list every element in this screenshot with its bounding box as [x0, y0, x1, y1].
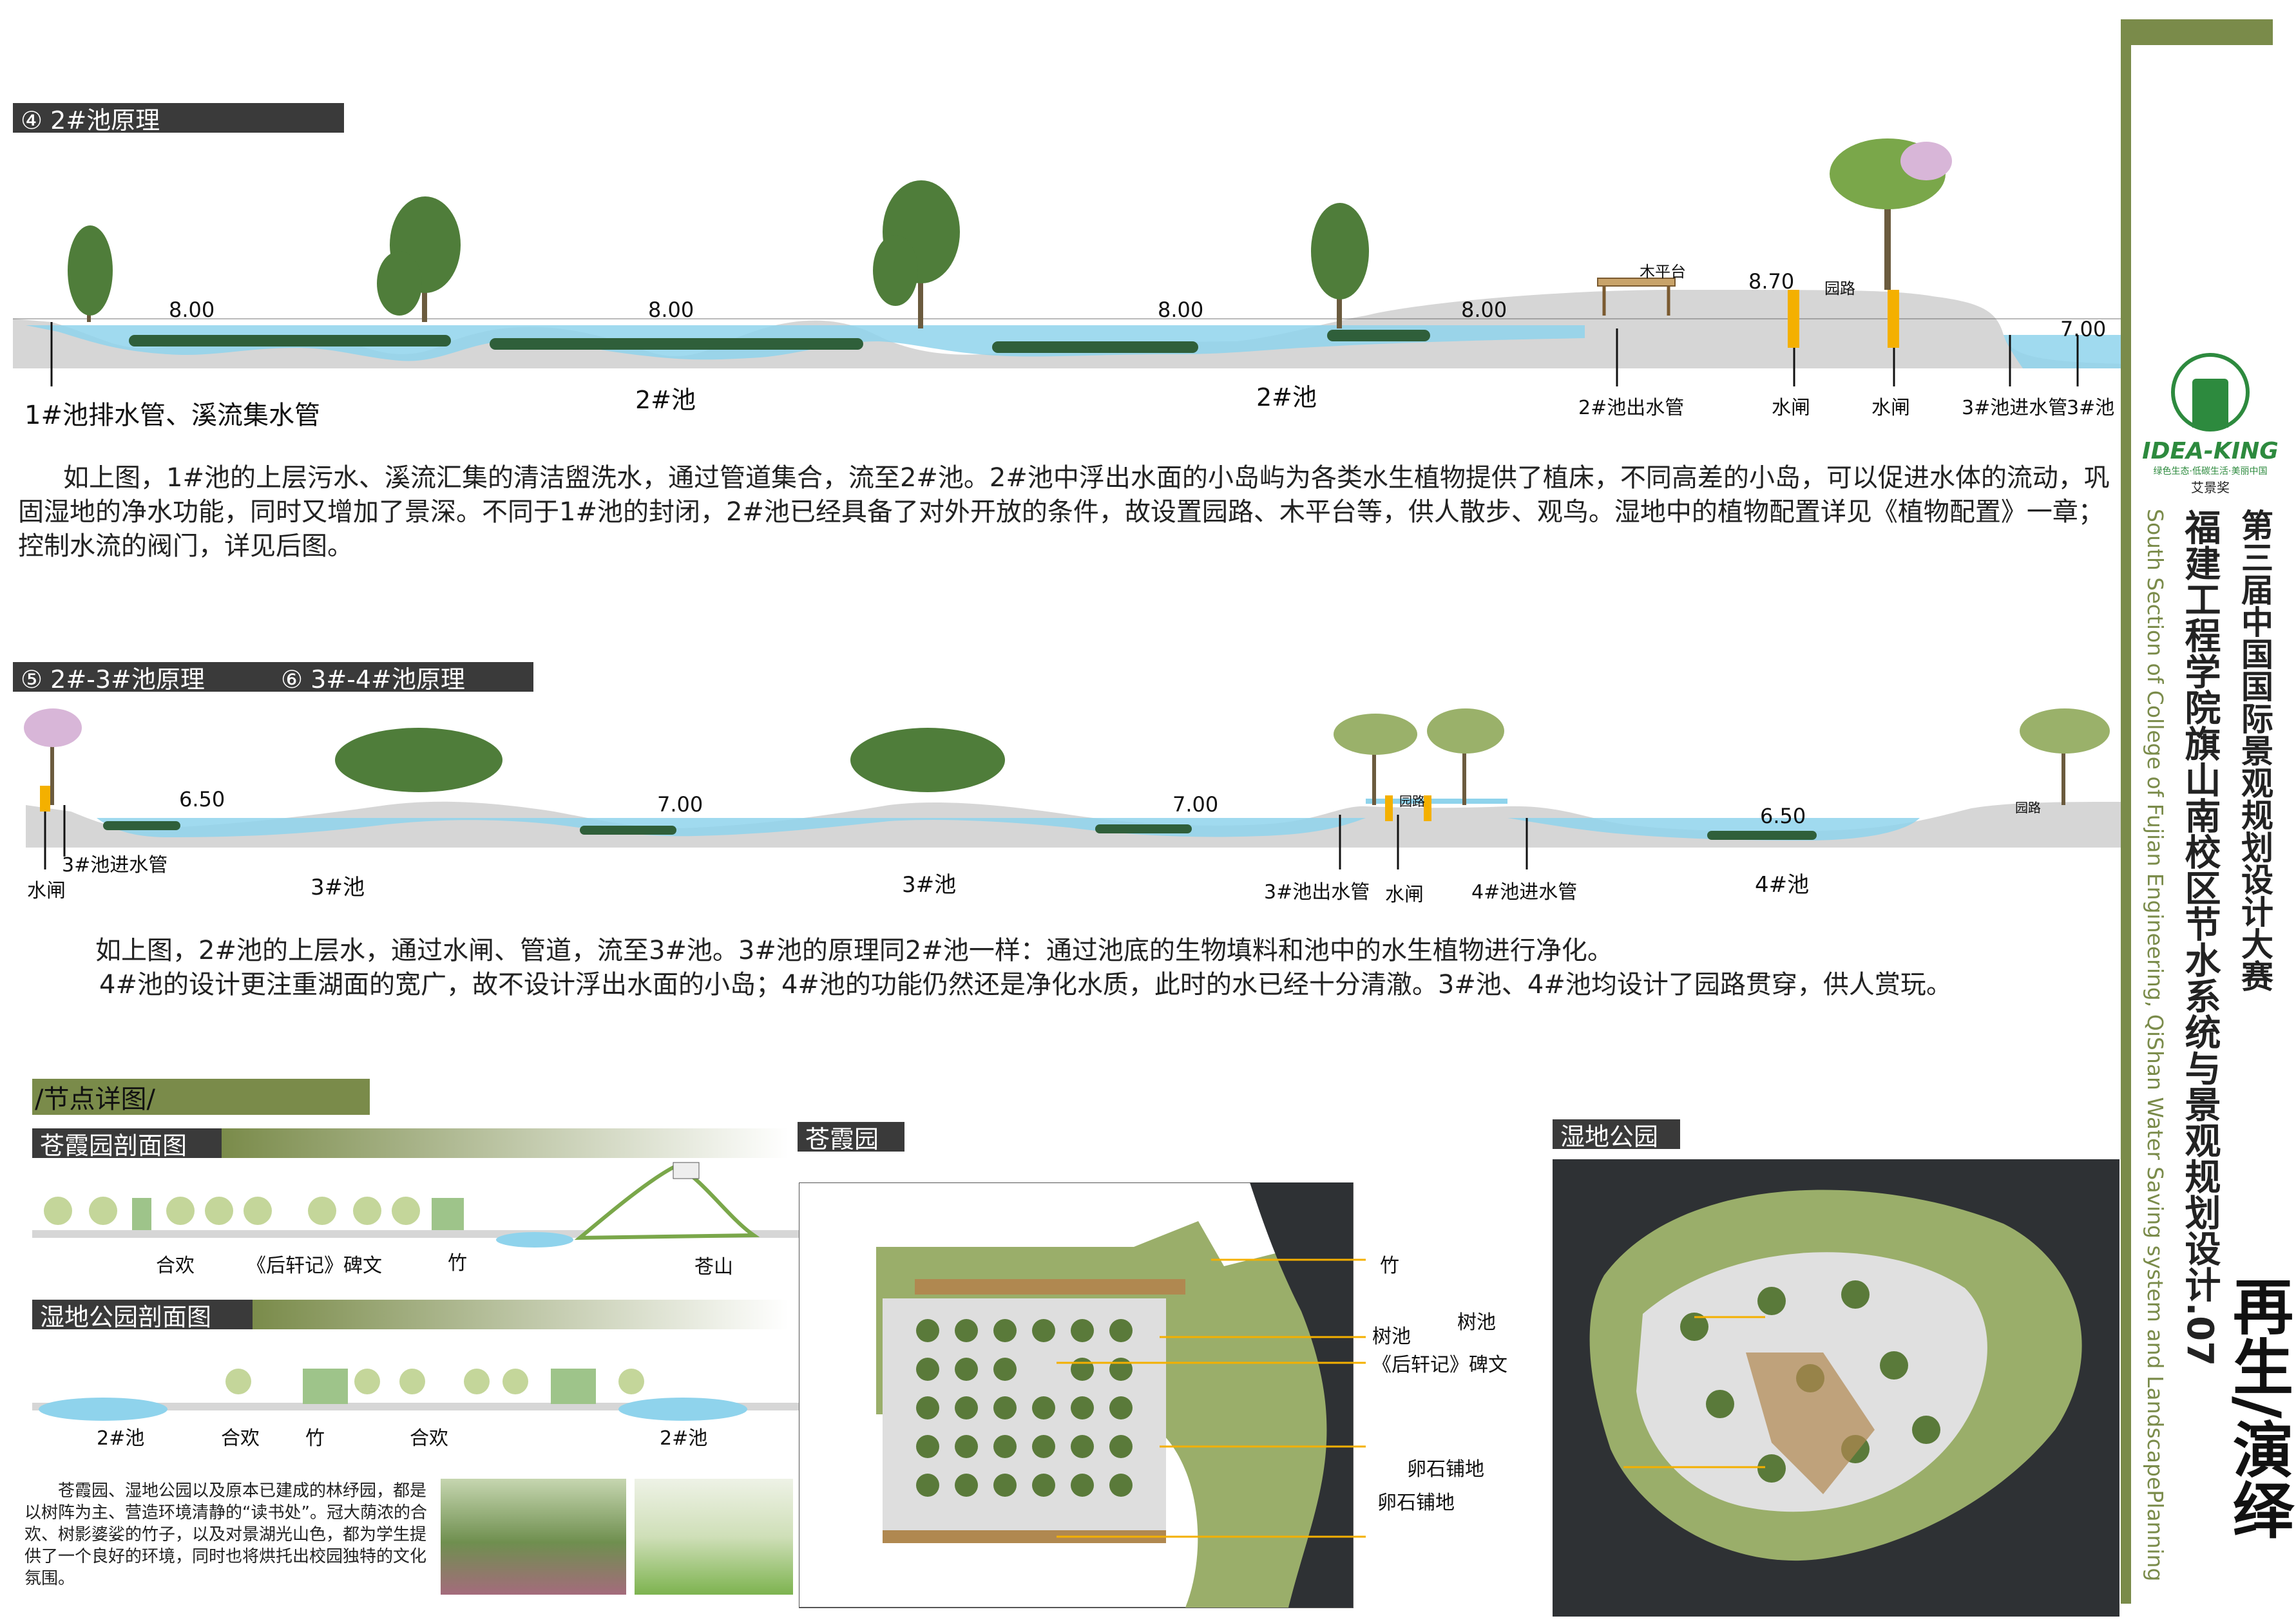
label-s2-pool4: 4#池 [1755, 872, 1810, 898]
section1-reeds [129, 330, 1430, 353]
cangxia-section-header: 苍霞园剖面图 [32, 1128, 789, 1160]
wetland-plan-drawing [1553, 1159, 2119, 1617]
detail-title: /节点详图/ [32, 1079, 370, 1115]
wetland-section-header: 湿地公园剖面图 [32, 1300, 789, 1331]
cangxia-label-4: 苍山 [694, 1256, 733, 1278]
label-pool2b: 2#池 [1256, 383, 1317, 412]
wetland-label-1: 2#池 [97, 1427, 145, 1450]
level-s2-2: 7.00 [657, 792, 703, 817]
logo-text: IDEA-KING [2142, 438, 2279, 464]
wetland-label-4: 合欢 [410, 1427, 448, 1450]
sidebar-competition: 第三届中国国际景观规划设计大赛 [2236, 509, 2273, 992]
cangxia-section-drawing [32, 1162, 805, 1248]
level-3: 8.00 [1158, 298, 1204, 322]
label-s2-gate: 水闸 [27, 880, 66, 902]
wetland-plan-label-2: 卵石铺地 [1407, 1458, 1484, 1481]
wetland-section-title: 湿地公园剖面图 [32, 1300, 253, 1331]
cangxia-label-1: 合欢 [156, 1255, 195, 1277]
detail-header: /节点详图/ [32, 1079, 370, 1115]
deck-platform [1597, 278, 1676, 287]
cangxia-plan-label-4: 卵石铺地 [1377, 1492, 1455, 1514]
label-s2-in4: 4#池进水管 [1471, 881, 1578, 904]
label-s2-road: 园路 [1399, 793, 1425, 809]
logo-icon [2171, 353, 2250, 432]
sidebar-logo-block: IDEA-KING 绿色生态·低碳生活·美丽中国 艾景奖 [2134, 350, 2287, 502]
cangxia-plan-label-3: 《后轩记》碑文 [1372, 1354, 1507, 1376]
wetland-plan-header: 湿地公园 [1553, 1119, 1680, 1151]
section5-header: ⑤ 2#-3#池原理 ⑥ 3#-4#池原理 [13, 662, 533, 694]
detail-note: 苍霞园、湿地公园以及原本已建成的林纾园，都是以树阵为主、营造环境清静的“读书处”… [24, 1481, 427, 1588]
label-gate1: 水闸 [1772, 397, 1810, 419]
level-s2-4: 6.50 [1760, 804, 1806, 828]
wetland-label-2: 合欢 [221, 1427, 260, 1450]
section5-title-b: ⑥ 3#-4#池原理 [273, 662, 533, 694]
label-s2-in3: 3#池进水管 [62, 854, 168, 877]
section5-title-a: ⑤ 2#-3#池原理 [13, 662, 273, 694]
photo-2 [635, 1479, 793, 1595]
level-1: 8.00 [169, 298, 215, 322]
wetland-section-drawing [32, 1369, 805, 1421]
label-pool3: 3#池 [2067, 397, 2115, 419]
wetland-plan-label-1: 树池 [1457, 1311, 1496, 1334]
label-outlet1: 1#池排水管、溪流集水管 [24, 401, 320, 430]
label-pool2a: 2#池 [635, 386, 696, 414]
cangxia-plan-header: 苍霞园 [798, 1122, 904, 1153]
logo-sub: 绿色生态·低碳生活·美丽中国 [2153, 466, 2268, 477]
section2-water [97, 818, 1920, 840]
sidebar-top-bar [2131, 19, 2273, 45]
wetland-label-3: 竹 [305, 1427, 325, 1450]
label-out2: 2#池出水管 [1578, 397, 1685, 419]
level-5: 8.70 [1748, 269, 1795, 294]
cangxia-plan-label-2: 树池 [1372, 1325, 1411, 1348]
label-gate2: 水闸 [1871, 397, 1910, 419]
section4-header: ④ 2#池原理 [13, 103, 344, 135]
sidebar-strip [2121, 19, 2131, 1604]
level-2: 8.00 [648, 298, 694, 322]
sidebar-english: South Section of College of Fujian Engin… [2143, 509, 2168, 1582]
label-s2-pool3b: 3#池 [902, 872, 957, 898]
level-s2-3: 7.00 [1172, 792, 1219, 817]
photo-1 [441, 1479, 626, 1595]
wetland-plan-title: 湿地公园 [1553, 1119, 1680, 1151]
cangxia-section-title: 苍霞园剖面图 [32, 1128, 222, 1160]
level-4: 8.00 [1461, 298, 1507, 322]
cangxia-label-3: 竹 [448, 1252, 467, 1275]
cangxia-plan-title: 苍霞园 [798, 1122, 904, 1153]
level-6: 7.00 [2060, 317, 2107, 341]
award-label: 艾景奖 [2191, 480, 2230, 495]
level-s2-1: 6.50 [179, 787, 225, 812]
sidebar-project: 福建工程学院旗山南校区节水系统与景观规划设计.07 [2179, 509, 2221, 1367]
wetland-label-5: 2#池 [660, 1427, 708, 1450]
cangxia-label-2: 《后轩记》碑文 [247, 1255, 382, 1277]
cangxia-plan-drawing [799, 1182, 1366, 1608]
section4-title: ④ 2#池原理 [13, 103, 344, 135]
sidebar-theme: 再生/演绎 [2223, 1275, 2293, 1540]
label-in3: 3#池进水管 [1962, 397, 2068, 419]
label-s2-road2: 园路 [2015, 800, 2041, 815]
section2-diagram [24, 708, 2126, 869]
section1-diagram [13, 138, 2126, 386]
section2-paragraph1: 如上图，2#池的上层水，通过水闸、管道，流至3#池。3#池的原理同2#池一样：通… [95, 936, 1613, 965]
label-s2-gate2: 水闸 [1385, 884, 1424, 906]
section2-reeds [103, 821, 1817, 840]
section1-trees [68, 138, 1952, 328]
label-s2-out3: 3#池出水管 [1264, 881, 1370, 904]
section2-paragraph2: 4#池的设计更注重湖面的宽广，故不设计浮出水面的小岛；4#池的功能仍然还是净化水… [99, 970, 1952, 1000]
section2-trees [24, 708, 2110, 805]
label-deck: 木平台 [1640, 263, 1686, 281]
label-road: 园路 [1824, 280, 1855, 298]
label-s2-pool3a: 3#池 [311, 875, 365, 900]
section1-paragraph: 如上图，1#池的上层污水、溪流汇集的清洁盥洗水，通过管道集合，流至2#池。2#池… [18, 463, 2110, 561]
cangxia-plan-label-1: 竹 [1380, 1255, 1399, 1277]
